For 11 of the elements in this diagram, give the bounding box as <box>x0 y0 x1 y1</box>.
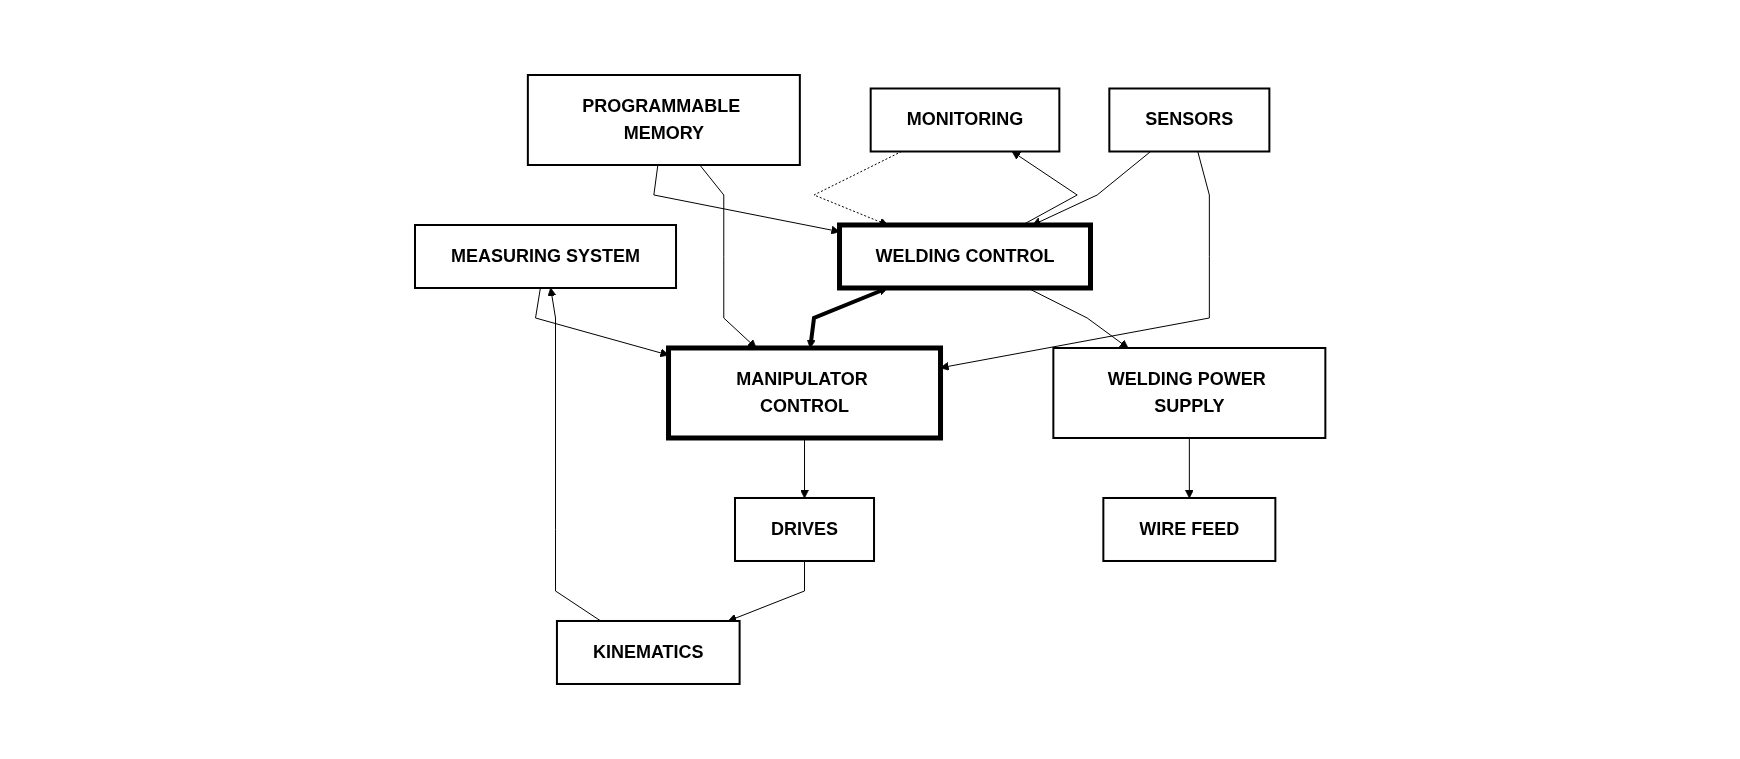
node-box: WELDING POWER SUPPLY <box>1052 347 1327 439</box>
node-box: MEASURING SYSTEM <box>413 224 677 289</box>
node-box: MONITORING <box>869 87 1061 153</box>
node-box: MANIPULATOR CONTROL <box>665 345 943 441</box>
node-box: KINEMATICS <box>555 620 741 685</box>
arrow <box>1184 437 1194 499</box>
node-box: SENSORS <box>1108 87 1271 153</box>
node-box: PROGRAMMABLE MEMORY <box>526 74 801 166</box>
node-box: DRIVES <box>733 497 875 562</box>
node-box: WELDING CONTROL <box>836 222 1093 291</box>
node-box: WIRE FEED <box>1102 497 1277 562</box>
